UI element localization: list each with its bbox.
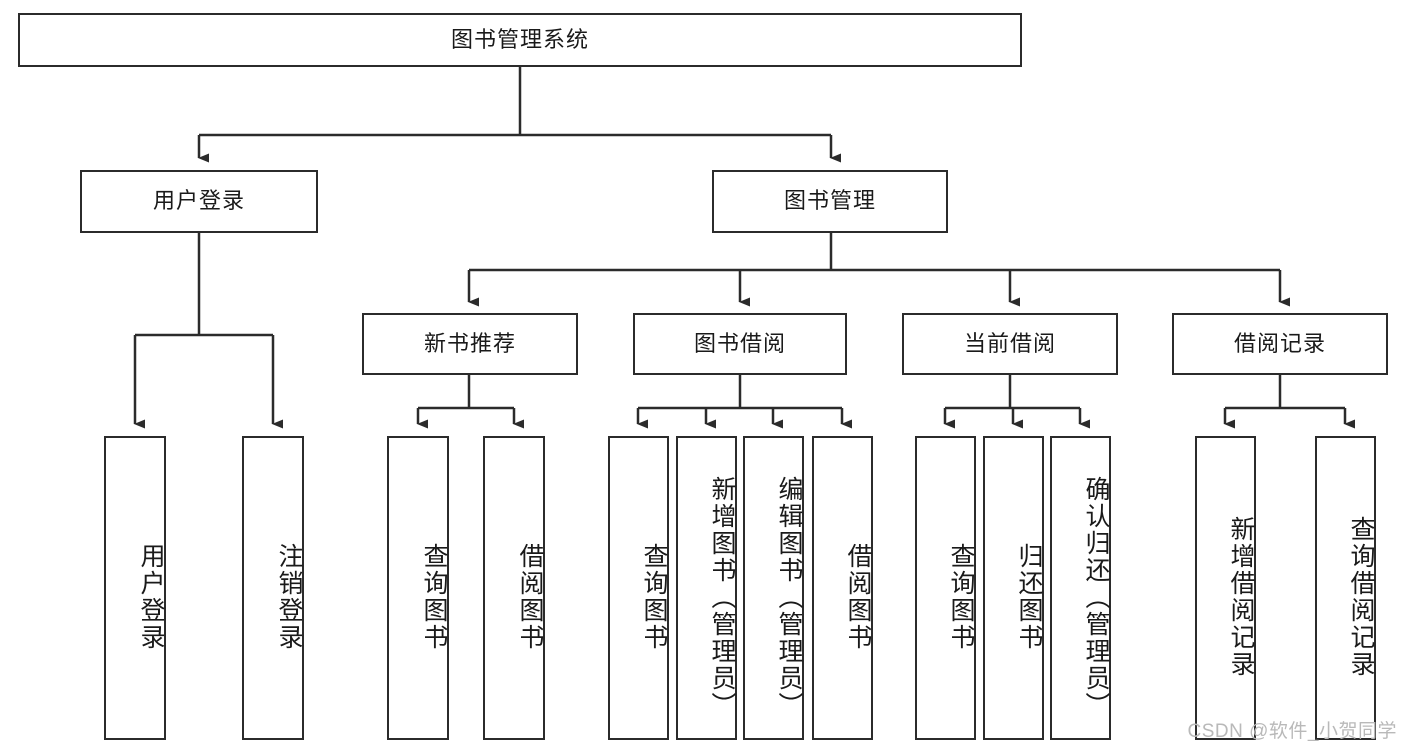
node-label: 新增图书（管理员） [708, 475, 736, 719]
node-new-book-recommend[interactable]: 新书推荐 [362, 313, 578, 375]
node-label: 借阅记录 [1233, 330, 1326, 356]
node-leaf-add-book-admin[interactable]: 新增图书（管理员） [676, 436, 737, 740]
node-label: 用户登录 [152, 188, 245, 214]
node-label: 归还图书 [1015, 543, 1043, 651]
node-label: 图书借阅 [693, 330, 786, 356]
node-label: 查询图书 [947, 543, 975, 651]
node-borrow-record[interactable]: 借阅记录 [1172, 313, 1388, 375]
node-leaf-query-book-current[interactable]: 查询图书 [915, 436, 976, 740]
node-label: 当前借阅 [963, 330, 1056, 356]
node-leaf-borrow-book[interactable]: 借阅图书 [812, 436, 873, 740]
node-label: 查询图书 [640, 543, 668, 651]
node-leaf-edit-book-admin[interactable]: 编辑图书（管理员） [743, 436, 804, 740]
node-label: 查询借阅记录 [1347, 516, 1375, 678]
node-leaf-borrow-book-recommend[interactable]: 借阅图书 [483, 436, 545, 740]
node-leaf-query-book-borrow[interactable]: 查询图书 [608, 436, 669, 740]
node-leaf-query-book-recommend[interactable]: 查询图书 [387, 436, 449, 740]
node-label: 查询图书 [420, 543, 448, 651]
node-label: 用户登录 [137, 543, 165, 651]
node-leaf-logout[interactable]: 注销登录 [242, 436, 304, 740]
node-leaf-confirm-return-admin[interactable]: 确认归还（管理员） [1050, 436, 1111, 740]
node-leaf-return-book[interactable]: 归还图书 [983, 436, 1044, 740]
node-root-library-system[interactable]: 图书管理系统 [18, 13, 1022, 67]
node-label: 注销登录 [275, 543, 303, 651]
node-label: 新增借阅记录 [1227, 516, 1255, 678]
node-label: 编辑图书（管理员） [775, 475, 803, 719]
node-label: 确认归还（管理员） [1082, 475, 1110, 719]
node-current-borrow[interactable]: 当前借阅 [902, 313, 1118, 375]
node-label: 图书管理系统 [450, 26, 589, 52]
node-label: 新书推荐 [423, 330, 516, 356]
node-leaf-query-borrow-record[interactable]: 查询借阅记录 [1315, 436, 1376, 740]
node-label: 借阅图书 [844, 543, 872, 651]
node-label: 借阅图书 [516, 543, 544, 651]
node-book-management[interactable]: 图书管理 [712, 170, 948, 233]
node-label: 图书管理 [783, 188, 876, 214]
node-book-borrow[interactable]: 图书借阅 [633, 313, 847, 375]
node-leaf-user-login[interactable]: 用户登录 [104, 436, 166, 740]
node-user-login[interactable]: 用户登录 [80, 170, 318, 233]
node-leaf-add-borrow-record[interactable]: 新增借阅记录 [1195, 436, 1256, 740]
